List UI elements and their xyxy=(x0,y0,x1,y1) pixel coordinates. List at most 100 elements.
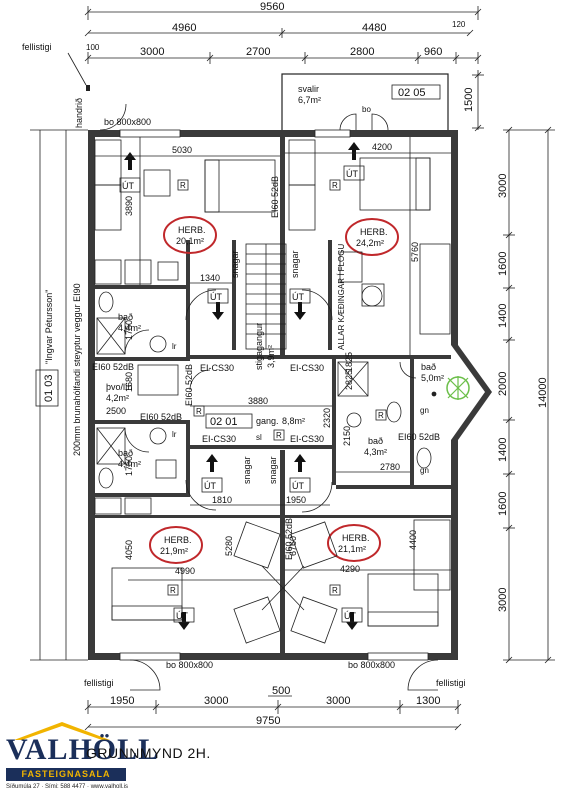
dim-4290: 4290 xyxy=(340,564,360,574)
bathroom-fixtures xyxy=(96,261,437,489)
drawing-title: GRUNNMYND 2H. xyxy=(86,745,211,761)
room-oval-herb-2 xyxy=(345,218,399,256)
sl-label: sl xyxy=(256,433,262,442)
r-marker-3: R xyxy=(196,407,202,416)
label-ingvar: "Ingvar Pétursson" xyxy=(44,290,54,364)
dim-2500: 2500 xyxy=(106,406,126,416)
dim-2780: 2780 xyxy=(380,462,400,472)
exit-label-1: ÚT xyxy=(122,181,134,191)
corridor-area: 8,8m² xyxy=(282,416,305,426)
dim-1750a: 1750 xyxy=(124,320,134,340)
r-marker-5: R xyxy=(378,411,384,420)
dim-right-seg6: 1600 xyxy=(497,492,509,516)
herb-3-area: 21,9m² xyxy=(160,546,188,556)
dim-1750b: 1750 xyxy=(124,456,134,476)
unit-0201-box xyxy=(205,413,253,429)
exit-label-5: ÚT xyxy=(204,481,216,491)
laundry-area: 4,2m² xyxy=(106,393,129,403)
lr-1: lr xyxy=(172,342,177,351)
fire-rating-4: EI60 52dB xyxy=(398,432,440,442)
snagar-3: snagar xyxy=(242,456,252,484)
bath-3-label: bað xyxy=(421,362,436,372)
dim-right-overall: 14000 xyxy=(537,377,549,408)
fire-rating-3: EI60 52dB xyxy=(140,412,182,422)
staircase xyxy=(245,243,287,350)
label-bo-bottom-left: bo 800x800 xyxy=(166,660,213,670)
dim-top-seg4: 960 xyxy=(424,46,442,58)
gn-2: gn xyxy=(420,466,429,475)
dim-right-seg5: 1400 xyxy=(497,438,509,462)
logo-contact: Síðumúla 27 · Sími: 588 4477 · www.valho… xyxy=(6,784,129,790)
dim-5760: 5760 xyxy=(410,242,420,262)
dim-1340: 1340 xyxy=(200,273,220,283)
herb-4-area: 21,1m² xyxy=(338,544,366,554)
laundry-label: þvo/lín xyxy=(106,382,133,392)
dim-right-seg2: 1600 xyxy=(497,252,509,276)
fire-rating-2: EI60 52dB xyxy=(92,362,134,372)
dim-1810: 1810 xyxy=(212,495,232,505)
exit-label-6: ÚT xyxy=(292,481,304,491)
interior-dim-lines xyxy=(95,137,451,581)
dim-4400: 4400 xyxy=(408,530,418,550)
dim-2150: 2150 xyxy=(342,426,352,446)
dim-top-120: 120 xyxy=(452,20,466,29)
snagar-4: snagar xyxy=(268,456,278,484)
bath-2-label: bað xyxy=(118,448,133,458)
fire-door-4: EI-CS30 xyxy=(290,434,324,444)
fire-door-1: EI-CS30 xyxy=(200,363,234,373)
logo-roof-icon xyxy=(14,722,110,740)
fire-rating-5: EI60 52dB xyxy=(184,364,194,406)
herb-2-name: HERB. xyxy=(360,227,388,237)
logo-wordmark: VALHÖLL xyxy=(6,733,160,766)
lr-2: lr xyxy=(172,430,177,439)
label-svalir: svalir xyxy=(298,84,319,94)
dim-bottom-seg1: 1950 xyxy=(110,695,134,707)
top-dimensions xyxy=(84,6,482,64)
exit-arrows xyxy=(124,142,360,630)
dim-4200: 4200 xyxy=(372,142,392,152)
label-svalir-area: 6,7m² xyxy=(298,95,321,105)
bath-4-area: 4,3m² xyxy=(364,447,387,457)
label-bo-top-left: bo 800x800 xyxy=(104,117,151,127)
unit-0201: 02 01 xyxy=(210,416,238,428)
exit-label-4: ÚT xyxy=(292,292,304,302)
exit-label-7: ÚT xyxy=(176,611,188,621)
r-marker-4: R xyxy=(276,431,282,440)
bath-1-area: 4,4m² xyxy=(118,323,141,333)
note-allar: ALLAR KÆÐINGAR Í FLOGU xyxy=(337,244,346,350)
dim-bottom-500: 500 xyxy=(272,685,290,697)
exit-label-8: ÚT xyxy=(344,611,356,621)
interior-walls xyxy=(95,137,451,653)
bath-3-area: 5,0m² xyxy=(421,373,444,383)
room-oval-herb-4 xyxy=(327,524,381,562)
balcony-door-right xyxy=(371,113,389,131)
dim-top-left: 4960 xyxy=(172,22,196,34)
dim-2825: 2825 xyxy=(344,370,354,390)
dim-5280: 5280 xyxy=(224,536,234,556)
dim-right-seg3: 1400 xyxy=(497,304,509,328)
balcony-door-left xyxy=(339,113,357,131)
logo-subtitle: FASTEIGNASALA xyxy=(6,768,126,781)
r-marker-6: R xyxy=(170,586,176,595)
dim-top-right: 4480 xyxy=(362,22,386,34)
r-marker-2: R xyxy=(332,181,338,190)
dim-bottom-seg2: 3000 xyxy=(204,695,228,707)
doors xyxy=(99,103,439,691)
fire-door-3: EI-CS30 xyxy=(202,434,236,444)
label-stigi-area: 3,9m² xyxy=(266,345,276,368)
bath-2-area: 4,4m² xyxy=(118,459,141,469)
dim-right-seg7: 3000 xyxy=(497,588,509,612)
snagar-2: snagar xyxy=(290,250,300,278)
unit-0103-box xyxy=(35,369,59,407)
label-stigagangur: stigagangur xyxy=(254,323,264,370)
dim-right-seg4: 2000 xyxy=(497,372,509,396)
r-marker-1: R xyxy=(180,181,186,190)
dim-3890: 3890 xyxy=(124,196,134,216)
dim-3880: 3880 xyxy=(248,396,268,406)
label-building-wall: 200mm brunahólfandi steyptur veggur EI90 xyxy=(72,283,82,456)
exit-label-2: ÚT xyxy=(346,169,358,179)
unit-0103: 01 03 xyxy=(43,374,55,402)
herb-2-area: 24,2m² xyxy=(356,238,384,248)
dim-1825: 1825 xyxy=(344,352,354,372)
